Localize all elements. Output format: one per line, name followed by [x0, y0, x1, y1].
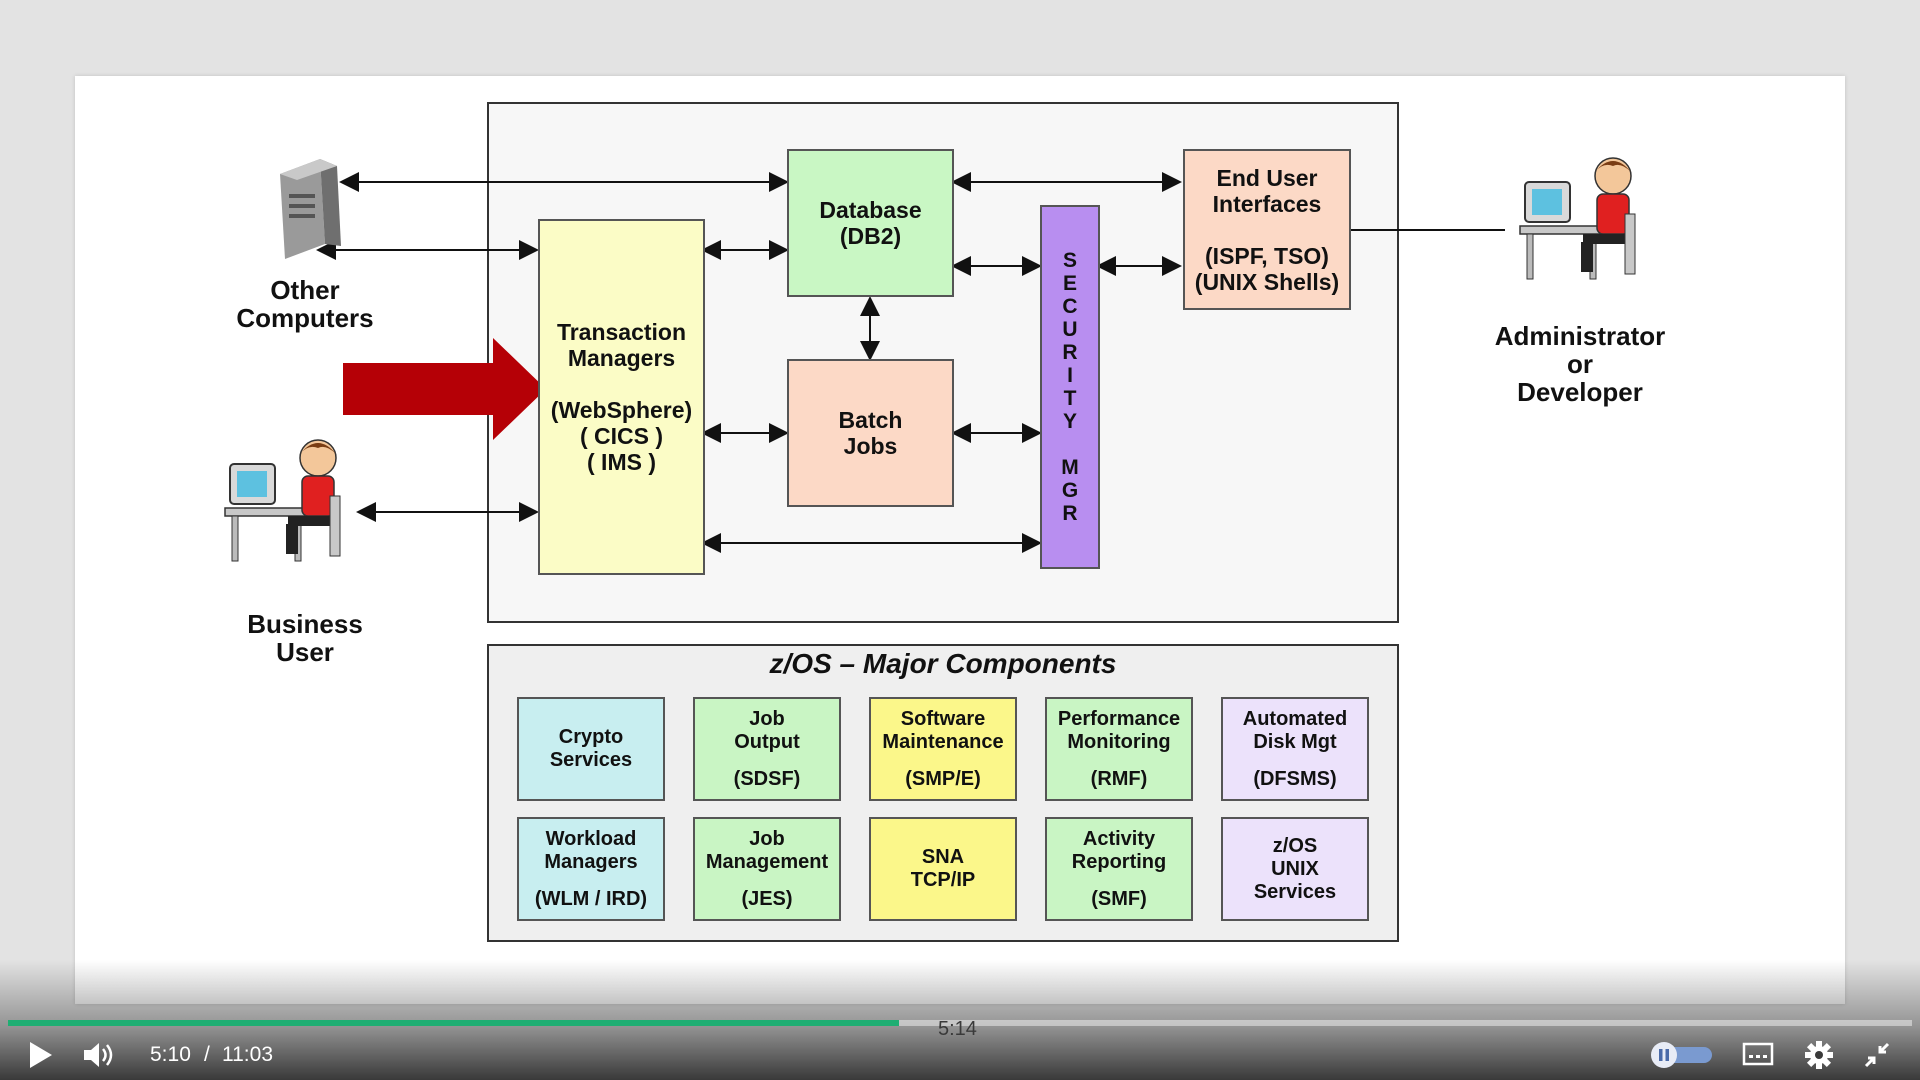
component-label: Job	[749, 707, 785, 730]
server-icon	[280, 159, 341, 259]
other-computers-label: Other Computers	[236, 275, 374, 333]
components-title: z/OS – Major Components	[769, 648, 1117, 679]
business-user-label: Business User	[247, 609, 363, 667]
component-label: Reporting	[1071, 850, 1167, 873]
captions-icon[interactable]	[1742, 1042, 1774, 1068]
duration: 11:03	[222, 1043, 273, 1066]
administrator-label: Administrator or Developer	[1494, 321, 1666, 407]
component-label: Crypto	[558, 726, 624, 748]
progress-bar[interactable]	[8, 1020, 1912, 1026]
exit-fullscreen-icon[interactable]	[1862, 1040, 1892, 1070]
component-label: Automated	[1242, 707, 1348, 730]
database-box: Database (DB2)	[787, 149, 954, 297]
volume-icon[interactable]	[82, 1040, 116, 1070]
component-sublabel: (RMF)	[1090, 767, 1148, 790]
transaction-managers-box: Transaction Managers (WebSphere) ( CICS …	[538, 219, 705, 575]
hover-time-label: 5:14	[938, 1018, 977, 1040]
component-label: UNIX	[1271, 857, 1319, 880]
component-label: Performance	[1057, 707, 1181, 730]
business-user-icon	[224, 439, 341, 562]
component-sublabel: (WLM / IRD)	[534, 887, 648, 910]
component-label: SNA	[921, 846, 965, 868]
component-label: Monitoring	[1067, 730, 1171, 753]
highlight-arrow	[343, 338, 546, 440]
batch-jobs-box: Batch Jobs	[787, 359, 954, 507]
component-label: Services	[549, 749, 633, 771]
component-label: z/OS	[1272, 834, 1318, 857]
component-sublabel: (SMP/E)	[905, 767, 981, 790]
component-sublabel: (JES)	[741, 887, 793, 910]
component-sublabel: (SDSF)	[733, 767, 801, 790]
component-label: Management	[705, 850, 829, 873]
component-label: Activity	[1082, 827, 1156, 850]
component-label: Output	[734, 730, 800, 753]
component-label: Software	[900, 707, 986, 730]
component-sublabel: (SMF)	[1091, 887, 1147, 910]
current-time: 5:10	[150, 1043, 191, 1066]
component-label: Managers	[544, 850, 638, 873]
gear-icon[interactable]	[1804, 1040, 1834, 1070]
component-label: Job	[749, 827, 785, 850]
component-label: Workload	[545, 827, 637, 850]
slide: Other Computers Business User Administra…	[75, 76, 1845, 1004]
time-separator: /	[204, 1043, 210, 1066]
component-sublabel: (DFSMS)	[1253, 767, 1337, 790]
administrator-icon	[1519, 157, 1636, 280]
pause-toggle-icon[interactable]	[1648, 1040, 1716, 1070]
component-label: Maintenance	[882, 730, 1004, 753]
end-user-interfaces-box: End User Interfaces (ISPF, TSO) (UNIX Sh…	[1183, 149, 1351, 310]
play-icon[interactable]	[26, 1040, 56, 1070]
component-label: Disk Mgt	[1253, 730, 1337, 753]
progress-fill	[8, 1020, 900, 1026]
component-label: TCP/IP	[910, 869, 976, 891]
component-label: Services	[1253, 880, 1337, 903]
